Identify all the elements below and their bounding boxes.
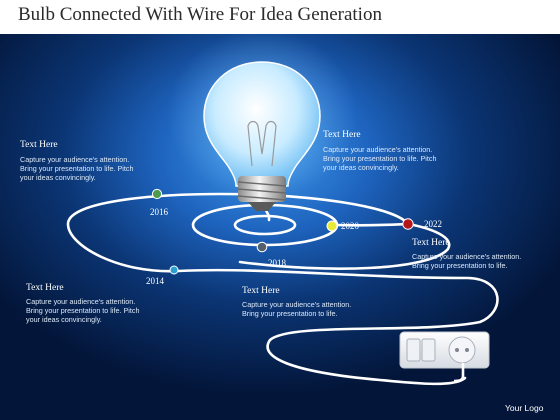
callout-4-heading: Text Here [26, 283, 64, 293]
callout-3-body: Capture your audience's attention. Bring… [412, 252, 522, 270]
year-label-2016: 2016 [150, 207, 168, 217]
callout-1-heading: Text Here [20, 140, 58, 150]
year-label-2022: 2022 [424, 219, 442, 229]
lightbulb-icon [203, 61, 321, 211]
year-label-2014: 2014 [146, 276, 164, 286]
callout-5-heading: Text Here [242, 286, 280, 296]
callout-2-heading: Text Here [323, 130, 361, 140]
wire-ring-inner [233, 214, 297, 236]
callout-5-body: Capture your audience's attention. Bring… [242, 300, 352, 318]
marker-2014 [169, 265, 179, 275]
logo-text: Your Logo [505, 403, 544, 413]
marker-2018 [256, 241, 268, 253]
diagram-panel: Text Here Capture your audience's attent… [0, 34, 560, 420]
callout-3-heading: Text Here [412, 238, 450, 248]
marker-2022 [402, 218, 414, 230]
callout-2-body: Capture your audience's attention. Bring… [323, 145, 437, 172]
marker-2016 [151, 188, 163, 200]
callout-1-body: Capture your audience's attention. Bring… [20, 155, 134, 182]
callout-4-body: Capture your audience's attention. Bring… [26, 297, 140, 324]
year-label-2020: 2020 [341, 221, 359, 231]
diagram-art [66, 34, 499, 386]
power-socket-icon [399, 331, 490, 383]
year-label-2018: 2018 [268, 258, 286, 268]
wire-cable [66, 192, 499, 386]
page-title: Bulb Connected With Wire For Idea Genera… [18, 4, 382, 25]
marker-2020 [326, 220, 338, 232]
wire-arc-right [238, 222, 451, 270]
